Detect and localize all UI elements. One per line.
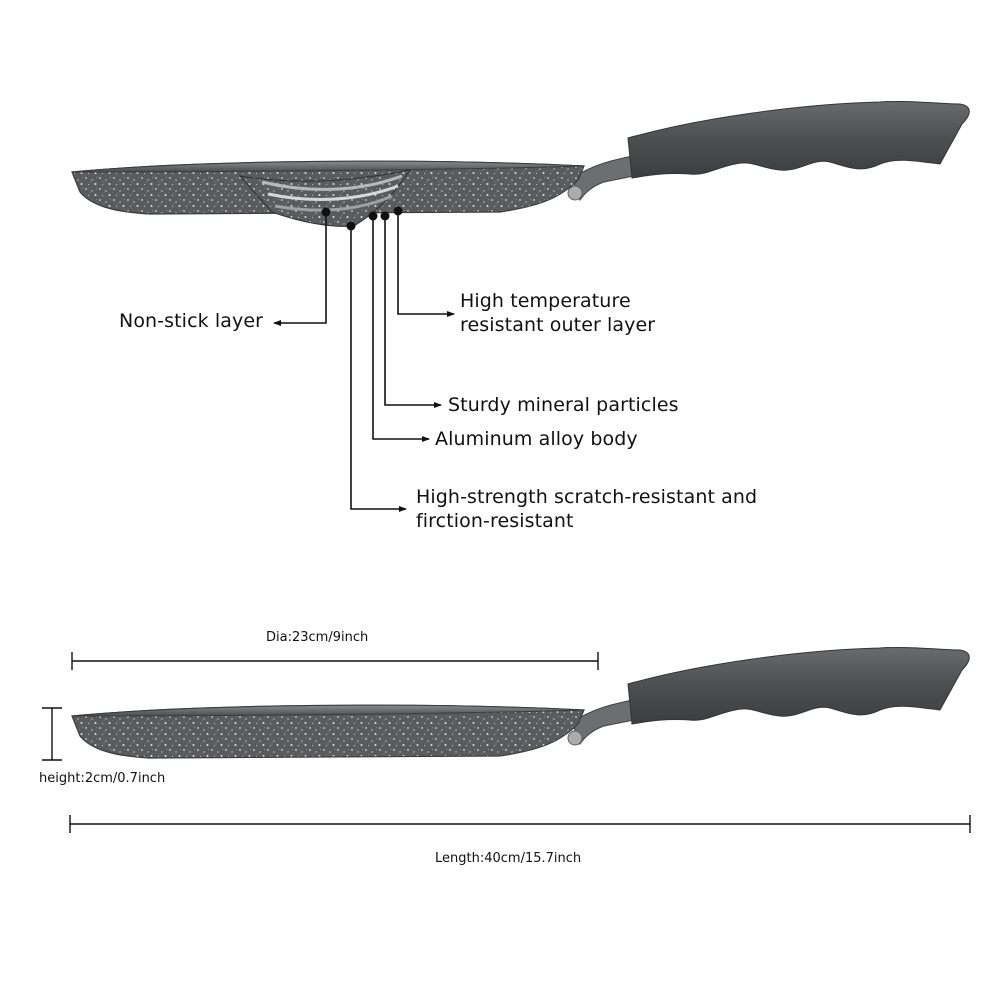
callout-lines [273,211,455,512]
label-diameter: Dia:23cm/9inch [266,630,369,645]
leader-outer-layer [397,211,455,317]
label-scratch-line2: firction-resistant [416,510,574,532]
bottom-pan-rivet [567,730,583,746]
leader-aluminum [372,216,430,442]
label-outer-layer-line1: High temperature [460,290,631,312]
top-pan-rim [71,160,585,173]
top-pan-illustration [71,100,970,231]
dimension-lines [42,652,971,833]
leader-scratch [350,226,407,512]
diameter-dimension-line [71,652,599,670]
top-pan-handle [627,100,970,179]
top-pan-rivet [567,185,583,201]
bottom-pan-rim [71,704,585,717]
label-aluminum-body: Aluminum alloy body [435,428,638,450]
label-scratch-line1: High-strength scratch-resistant and [416,486,758,508]
leader-mineral [384,216,442,408]
label-non-stick-layer: Non-stick layer [119,310,264,332]
label-outer-layer-line2: resistant outer layer [460,314,656,336]
length-dimension-line [69,815,971,833]
bottom-pan-illustration [71,646,970,759]
label-length: Length:40cm/15.7inch [435,851,582,866]
height-dimension-line [42,707,62,761]
bottom-pan-handle [627,646,970,725]
label-mineral-particles: Sturdy mineral particles [448,394,679,416]
leader-non-stick [273,212,327,326]
label-height: height:2cm/0.7inch [39,771,166,786]
